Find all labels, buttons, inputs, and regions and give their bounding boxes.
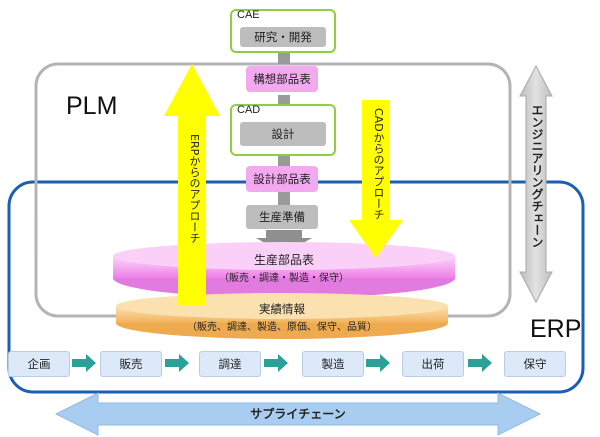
connector-concept-cad xyxy=(278,95,290,105)
process-step-planning: 企画 xyxy=(8,351,70,377)
process-step-maintenance: 保守 xyxy=(504,351,566,377)
design-bom-pill: 設計部品表 xyxy=(246,166,318,192)
supply-chain-label: サプライチェーン xyxy=(250,407,346,421)
process-step-sales: 販売 xyxy=(100,351,162,377)
connector-design-prep xyxy=(278,191,290,205)
production-prep-box: 生産準備 xyxy=(246,205,318,229)
step-arrow-5 xyxy=(468,354,492,372)
production-bom-title: 生産部品表 xyxy=(253,253,314,267)
engineering-chain-label: エンジニアリングチェーン xyxy=(530,104,544,248)
cae-box: CAE 研究・開発 xyxy=(230,9,336,53)
design-box: 設計 xyxy=(240,122,326,146)
concept-bom-pill: 構想部品表 xyxy=(246,66,318,92)
production-bom-sub: （販売・調達・製造・保守） xyxy=(219,273,349,284)
actuals-sub: （販売、調達、製造、原価、保守、品質） xyxy=(187,322,377,333)
research-development-box: 研究・開発 xyxy=(240,27,326,47)
cad-tag: CAD xyxy=(237,104,261,116)
supply-chain-arrow xyxy=(54,392,542,436)
erp-approach-label: ERPからのアプローチ xyxy=(188,134,201,244)
cad-approach-label: CADからのアプローチ xyxy=(372,108,385,220)
process-step-shipping: 出荷 xyxy=(402,351,464,377)
step-arrow-4 xyxy=(366,354,390,372)
connector-cae-concept xyxy=(278,52,290,64)
step-arrow-3 xyxy=(264,354,288,372)
cad-box: CAD 設計 xyxy=(230,104,336,156)
step-arrow-2 xyxy=(165,354,189,372)
cae-tag: CAE xyxy=(237,9,260,21)
engineering-chain-arrow xyxy=(519,64,553,304)
process-step-procurement: 調達 xyxy=(199,351,261,377)
process-step-manufacturing: 製造 xyxy=(302,351,364,377)
plm-label: PLM xyxy=(66,92,118,120)
step-arrow-1 xyxy=(72,354,96,372)
cad-approach-arrow xyxy=(349,100,403,258)
erp-label: ERP xyxy=(530,315,582,343)
erp-approach-arrow xyxy=(164,64,220,305)
actuals-title: 実績情報 xyxy=(259,302,305,316)
